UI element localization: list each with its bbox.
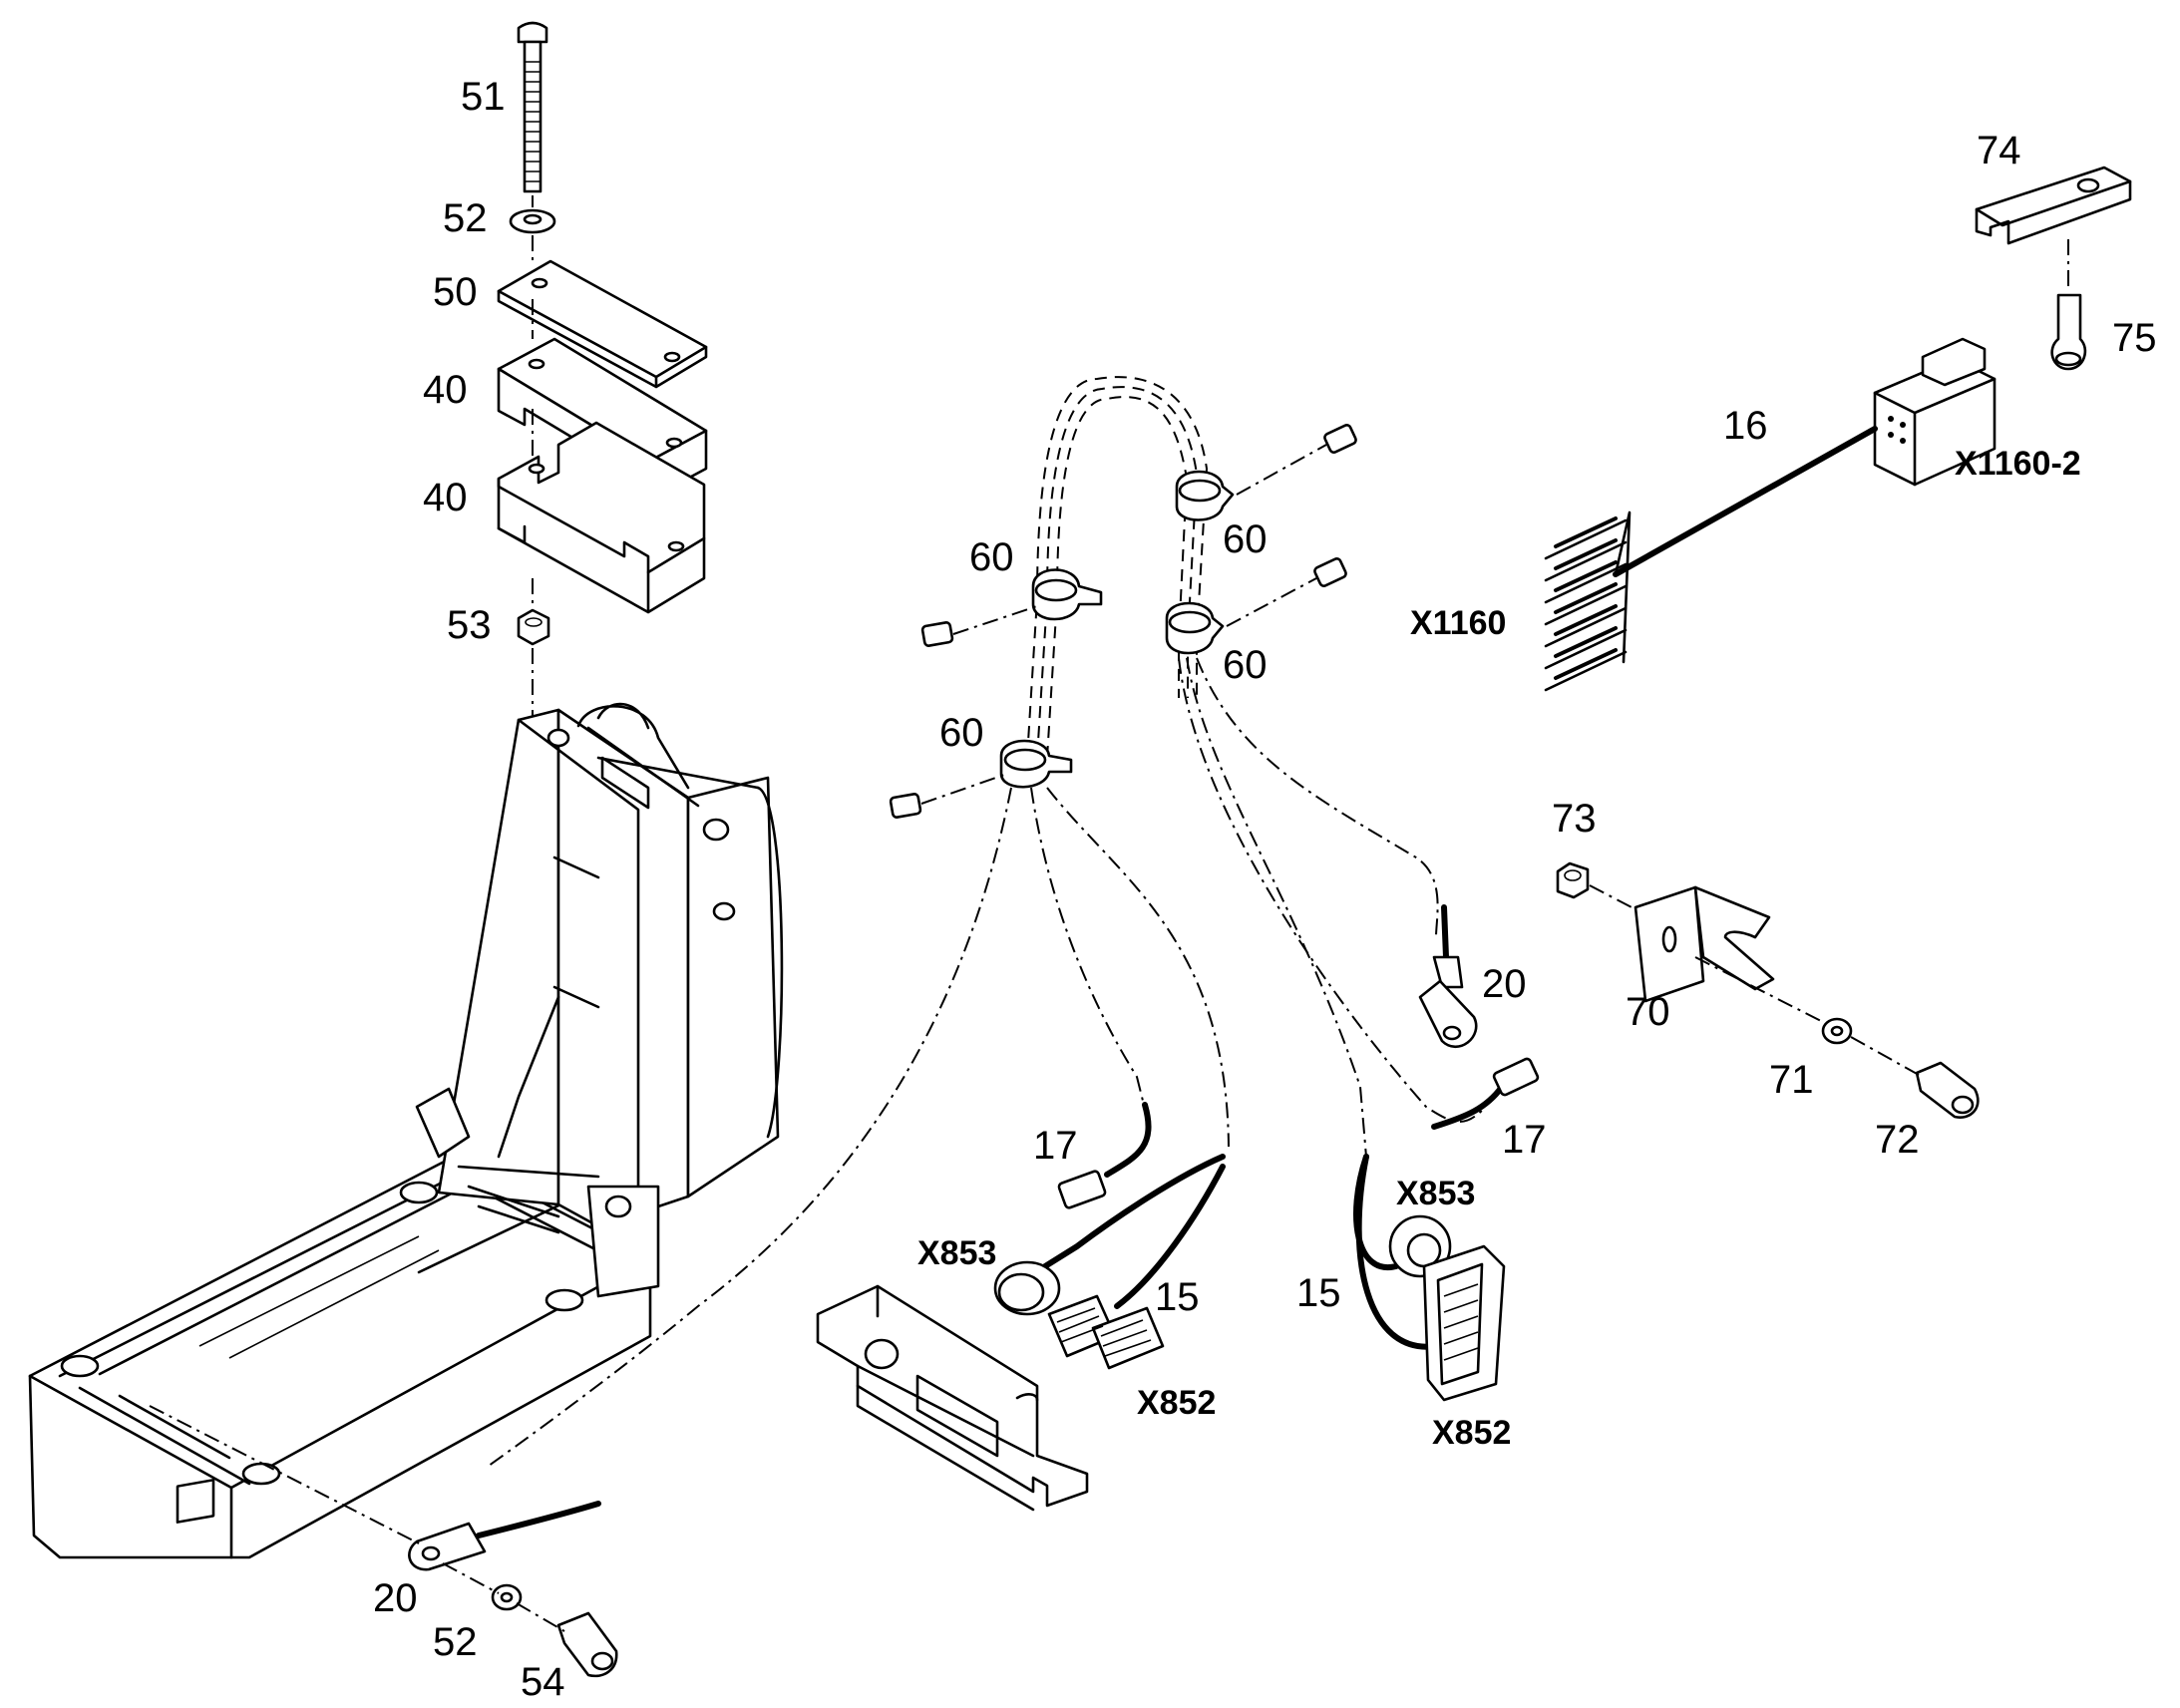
clamp-60-d	[1165, 601, 1225, 655]
label-72: 72	[1875, 1118, 1920, 1162]
part-17-connector-left	[1057, 1102, 1152, 1209]
label-74: 74	[1977, 129, 2021, 172]
clamp-60-a	[1031, 568, 1103, 621]
part-52-washer-bottom	[491, 1583, 523, 1611]
label-16: 16	[1723, 404, 1768, 448]
harness-loop	[1026, 376, 1209, 759]
label-20-bottom: 20	[373, 1576, 418, 1620]
label-75: 75	[2112, 316, 2157, 360]
part-15-harness-left	[1042, 1154, 1226, 1309]
seat-frame	[28, 702, 784, 1559]
label-17-left: 17	[1033, 1124, 1078, 1168]
label-40-lower: 40	[423, 476, 468, 519]
clamp-screws	[889, 424, 1357, 819]
part-51-bolt	[517, 21, 548, 193]
x853-connector-left	[993, 1260, 1061, 1316]
label-15-left: 15	[1155, 1275, 1200, 1319]
clamp-60-c	[1175, 470, 1235, 521]
label-15-right: 15	[1296, 1271, 1341, 1315]
label-50: 50	[433, 270, 478, 314]
centerline-bottom	[149, 1405, 565, 1632]
label-60-d: 60	[1223, 643, 1268, 687]
x1160-2-connector	[1873, 337, 1997, 487]
label-52-bottom: 52	[433, 1620, 478, 1664]
part-71-washer	[1821, 1017, 1853, 1045]
part-52-washer-top	[509, 208, 556, 234]
part-17-connector-right	[1431, 1057, 1540, 1130]
label-x853-left: X853	[917, 1234, 996, 1272]
label-51: 51	[461, 75, 506, 119]
part-40-spacer-lower	[497, 421, 706, 614]
label-x853-right: X853	[1396, 1175, 1475, 1212]
x1160-pin-terminals	[1544, 511, 1632, 692]
part-15-harness-right	[1353, 1154, 1439, 1350]
part-50-plate	[497, 259, 708, 389]
label-x1160-2: X1160-2	[1955, 445, 2081, 483]
x852-connector-left	[1047, 1294, 1165, 1370]
label-x852-right: X852	[1432, 1414, 1511, 1452]
part-70-bracket	[1634, 885, 1775, 1003]
mounting-bracket	[816, 1284, 1089, 1512]
label-52-top: 52	[443, 196, 488, 240]
label-x1160: X1160	[1410, 604, 1506, 642]
label-54: 54	[521, 1660, 565, 1704]
centerline-bracket	[1589, 884, 1920, 1076]
part-54-screw	[556, 1611, 618, 1678]
label-20-right: 20	[1482, 962, 1527, 1006]
part-72-screw	[1915, 1061, 1980, 1119]
part-20-ring-terminal-bottom	[408, 1501, 601, 1571]
label-60-b: 60	[939, 711, 984, 755]
harness-branches	[488, 657, 1487, 1467]
part-75-screw	[2050, 239, 2087, 371]
label-70: 70	[1626, 990, 1670, 1034]
label-73: 73	[1552, 797, 1597, 841]
part-20-ring-terminal-right	[1418, 904, 1478, 1049]
label-60-a: 60	[969, 535, 1014, 579]
label-40-upper: 40	[423, 368, 468, 412]
clamp-60-b	[999, 739, 1073, 789]
label-71: 71	[1769, 1058, 1814, 1102]
label-x852-left: X852	[1137, 1384, 1216, 1422]
label-60-c: 60	[1223, 517, 1268, 561]
x852-connector-right	[1422, 1244, 1506, 1402]
label-17-right: 17	[1502, 1118, 1547, 1162]
part-53-nut	[517, 608, 550, 646]
part-74-clip	[1975, 166, 2132, 245]
label-53: 53	[447, 603, 492, 647]
part-16-cable	[1613, 426, 1878, 577]
part-73-nut	[1556, 861, 1590, 899]
